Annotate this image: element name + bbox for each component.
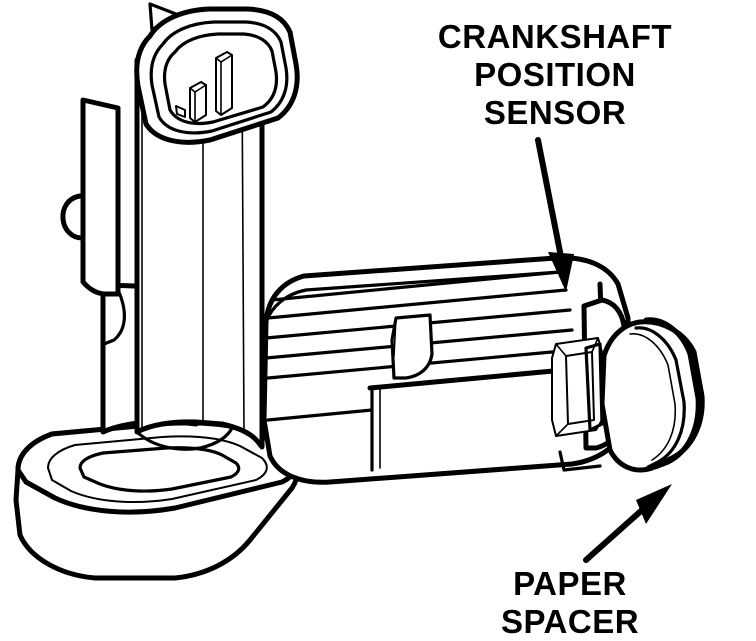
- label-line-crankshaft: CRANKSHAFT: [438, 18, 672, 55]
- sensor-nose-assembly: [551, 297, 705, 473]
- sensor-leader-shaft: [535, 137, 565, 265]
- connector-lug: [60, 193, 85, 241]
- sensor-leader-arrow: [535, 137, 574, 292]
- stem-left-fillet: [102, 288, 126, 346]
- vertical-stem: [60, 57, 265, 451]
- sensor-rib-2: [266, 288, 568, 320]
- sensor-nose-step: [558, 450, 602, 472]
- paper-spacer-ring-inner: [629, 333, 677, 461]
- label-line-paper: PAPER: [513, 565, 627, 602]
- sensor-rib-1: [270, 270, 562, 302]
- sensor-key-tab: [390, 313, 434, 380]
- electrical-connector: [134, 2, 300, 145]
- connector-terminal-short: [189, 81, 207, 123]
- paper-spacer-ring: [634, 326, 686, 469]
- connector-keyway: [175, 105, 186, 118]
- mounting-base-ring-inner: [78, 446, 241, 493]
- label-line-position: POSITION: [474, 56, 636, 93]
- label-paper-spacer: PAPER SPACER: [501, 565, 639, 640]
- stem-base-fillet: [135, 426, 234, 451]
- stem-crease-3: [241, 74, 245, 433]
- label-line-sensor: SENSOR: [484, 94, 626, 131]
- sensor-leader-head: [548, 252, 574, 292]
- mounting-base-ring-outer: [47, 435, 268, 504]
- spacer-leader-head: [636, 484, 672, 524]
- spacer-leader-arrow: [583, 484, 672, 563]
- sensor-key-tab-crease: [393, 317, 397, 357]
- sensor-key-boss: [551, 337, 604, 437]
- label-crankshaft-position-sensor: CRANKSHAFT POSITION SENSOR: [438, 18, 672, 131]
- sensor-nose-face-outer: [643, 317, 701, 470]
- label-line-spacer: SPACER: [501, 603, 639, 640]
- connector-terminal-tall: [215, 51, 233, 116]
- sensor-lower-edge: [266, 408, 374, 422]
